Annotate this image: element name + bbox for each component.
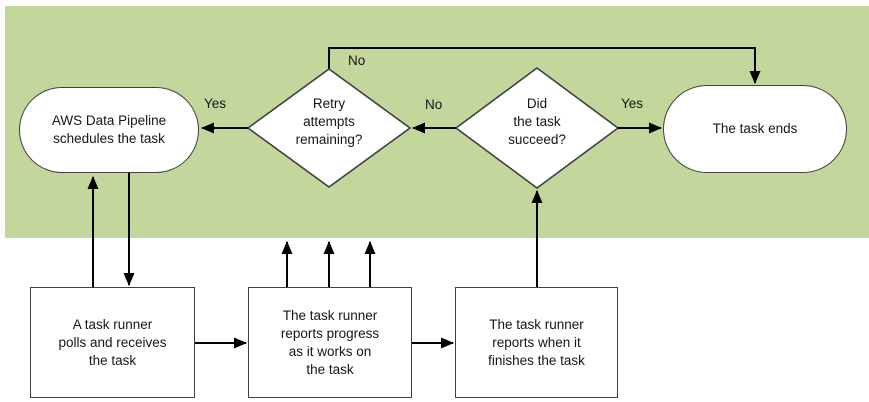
node-schedule-task: AWS Data Pipeline schedules the task [19,87,199,173]
edge-retry-no-to-task-ends [328,47,761,84]
node-poll-task: A task runner polls and receives the tas… [30,287,195,398]
node-report-finish: The task runner reports when it finishes… [455,287,618,398]
node-task-succeed-diamond [454,67,620,189]
edge-label-retry-yes: Yes [204,96,227,111]
node-retry-attempts-label: Retry attempts remaining? [295,96,363,147]
edge-label-succeed-yes: Yes [621,96,644,111]
node-report-progress: The task runner reports progress as it w… [248,287,412,398]
node-task-ends: The task ends [663,85,847,173]
node-retry-attempts-diamond [246,68,412,188]
node-task-succeed-label: Did the task succeed? [508,96,566,147]
edge-label-retry-no: No [348,53,366,68]
edge-label-succeed-no: No [425,97,443,112]
